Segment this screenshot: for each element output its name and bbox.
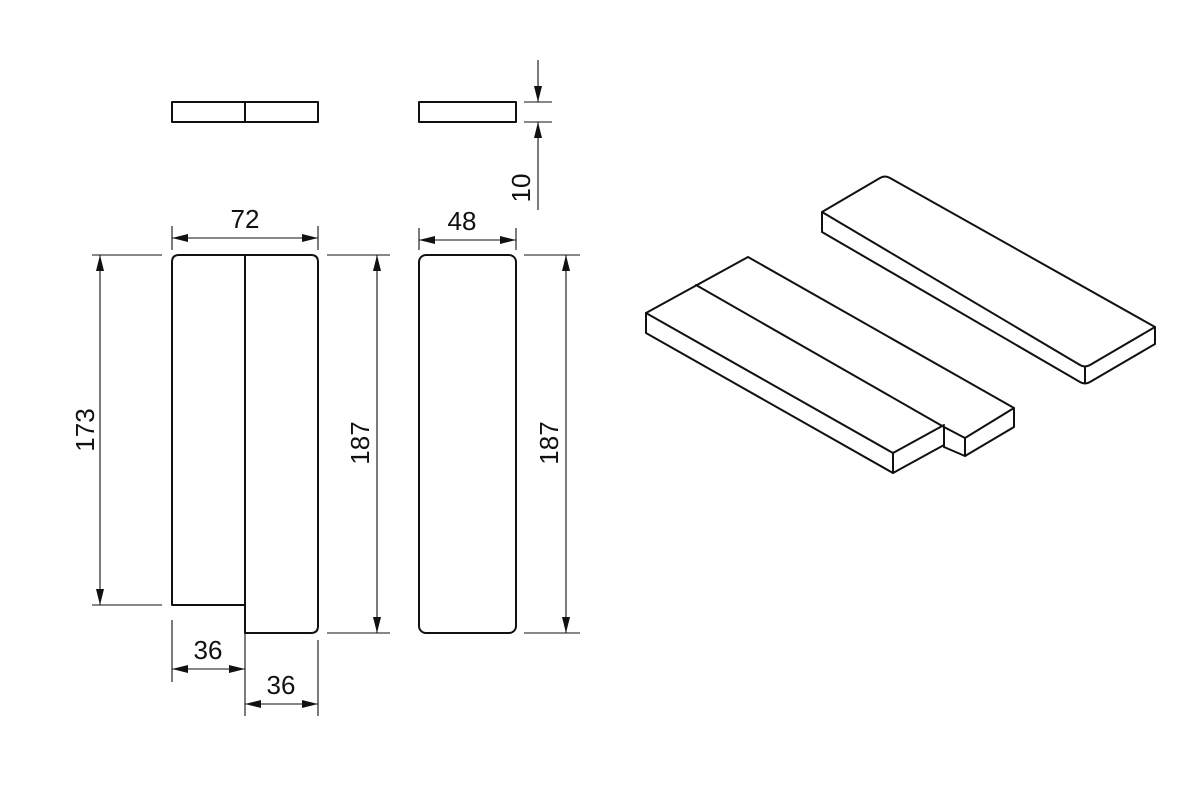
isometric-single-slab [821,175,1156,385]
side-view [418,254,517,634]
dimension-thickness: 10 [506,60,552,210]
dimension-label-height-front: 187 [345,421,375,464]
dimension-label-height-short: 173 [70,408,100,451]
dimension-label-width-front: 72 [231,204,260,234]
isometric-two-part-slab [645,256,1015,474]
dimension-width-front: 72 [171,204,319,250]
dimension-height-short: 173 [70,254,162,606]
dimension-width-side: 48 [418,206,517,250]
top-view-front-part [171,101,319,123]
dimension-label-width-right-part: 36 [267,670,296,700]
dimension-height-side: 187 [524,254,580,634]
dimension-label-width-side: 48 [448,206,477,236]
dimension-width-left-part: 36 [171,612,246,716]
top-view-side-part [418,101,517,123]
dimension-width-right-part: 36 [245,640,319,716]
dimension-height-front: 187 [327,254,390,634]
dimension-label-width-left-part: 36 [194,635,223,665]
dimension-label-thickness: 10 [506,174,536,203]
dimension-label-height-side: 187 [534,421,564,464]
front-view [171,254,319,634]
